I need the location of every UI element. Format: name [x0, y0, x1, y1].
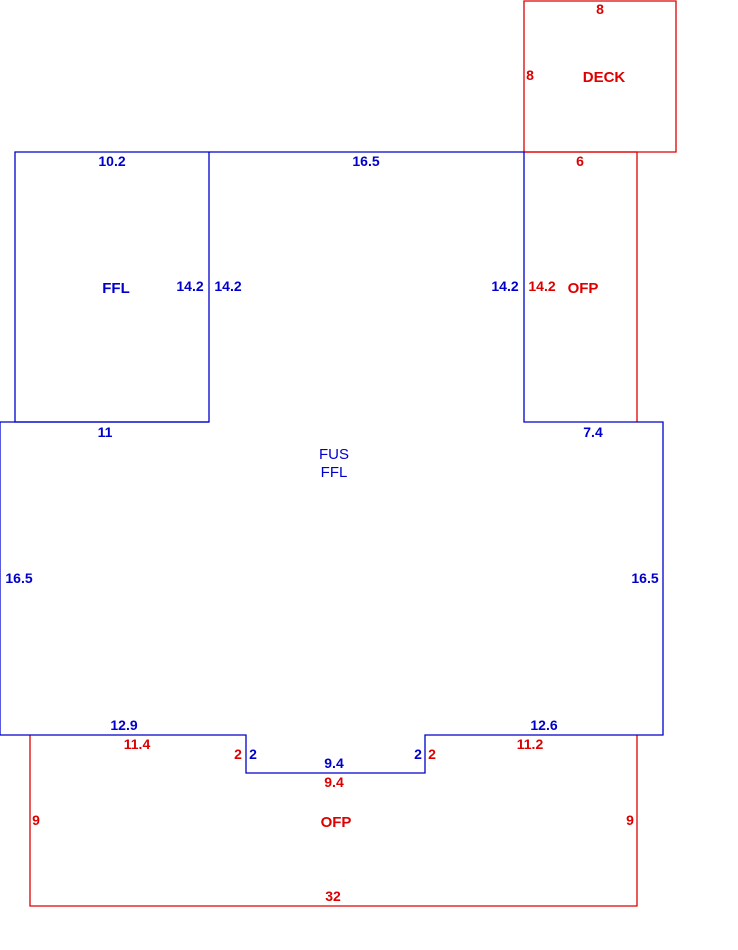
fus-ffl-area-label: FFL	[321, 464, 348, 481]
dim-ofpb-notch-right: 2	[428, 746, 436, 762]
dim-ofpb-bottom: 32	[325, 888, 341, 904]
dim-ofpb-notch-bottom: 9.4	[324, 774, 344, 790]
deck-outline	[523, 0, 677, 153]
deck-polygon	[523, 0, 677, 153]
main-house-outline	[0, 151, 664, 774]
main-house-polyline	[0, 151, 664, 774]
dim-ofp-left: 14.2	[528, 278, 555, 294]
dim-main-bottom-right: 12.6	[530, 717, 557, 733]
dim-ofpb-left: 9	[32, 812, 40, 828]
ofp-right-outline	[524, 151, 638, 422]
dim-main-notch-right: 2	[414, 746, 422, 762]
ofp-right-area-label: OFP	[568, 280, 599, 297]
dim-main-right: 16.5	[631, 570, 658, 586]
ofp-bottom-area-label: OFP	[321, 814, 352, 831]
dim-main-top: 16.5	[352, 153, 379, 169]
ofp-bottom-polyline	[29, 735, 638, 907]
ofp-bottom-outline	[29, 735, 638, 907]
dim-ofpb-top-left: 11.4	[124, 736, 151, 752]
dim-deck-top: 8	[596, 1, 604, 17]
dim-ofpb-notch-left: 2	[234, 746, 242, 762]
dim-ffl-top: 10.2	[98, 153, 125, 169]
dim-main-left-upper: 14.2	[214, 278, 241, 294]
dim-deck-left: 8	[526, 67, 534, 83]
dim-main-right-upper: 14.2	[491, 278, 518, 294]
dim-main-step-right: 7.4	[583, 424, 603, 440]
dim-main-notch-left: 2	[249, 746, 257, 762]
dim-ffl-right: 14.2	[176, 278, 203, 294]
dim-ofp-top: 6	[576, 153, 584, 169]
dim-main-left: 16.5	[5, 570, 32, 586]
ofp-right-polyline	[524, 151, 638, 422]
dim-ffl-bottom: 11	[98, 424, 113, 440]
dim-ofpb-right: 9	[626, 812, 634, 828]
deck-area-label: DECK	[583, 69, 626, 86]
fus-area-label: FUS	[319, 446, 349, 463]
ffl-left-area-label: FFL	[102, 280, 130, 297]
dim-main-notch-bottom: 9.4	[324, 755, 344, 771]
dim-main-bottom-left: 12.9	[110, 717, 137, 733]
dim-ofpb-top-right: 11.2	[517, 736, 544, 752]
